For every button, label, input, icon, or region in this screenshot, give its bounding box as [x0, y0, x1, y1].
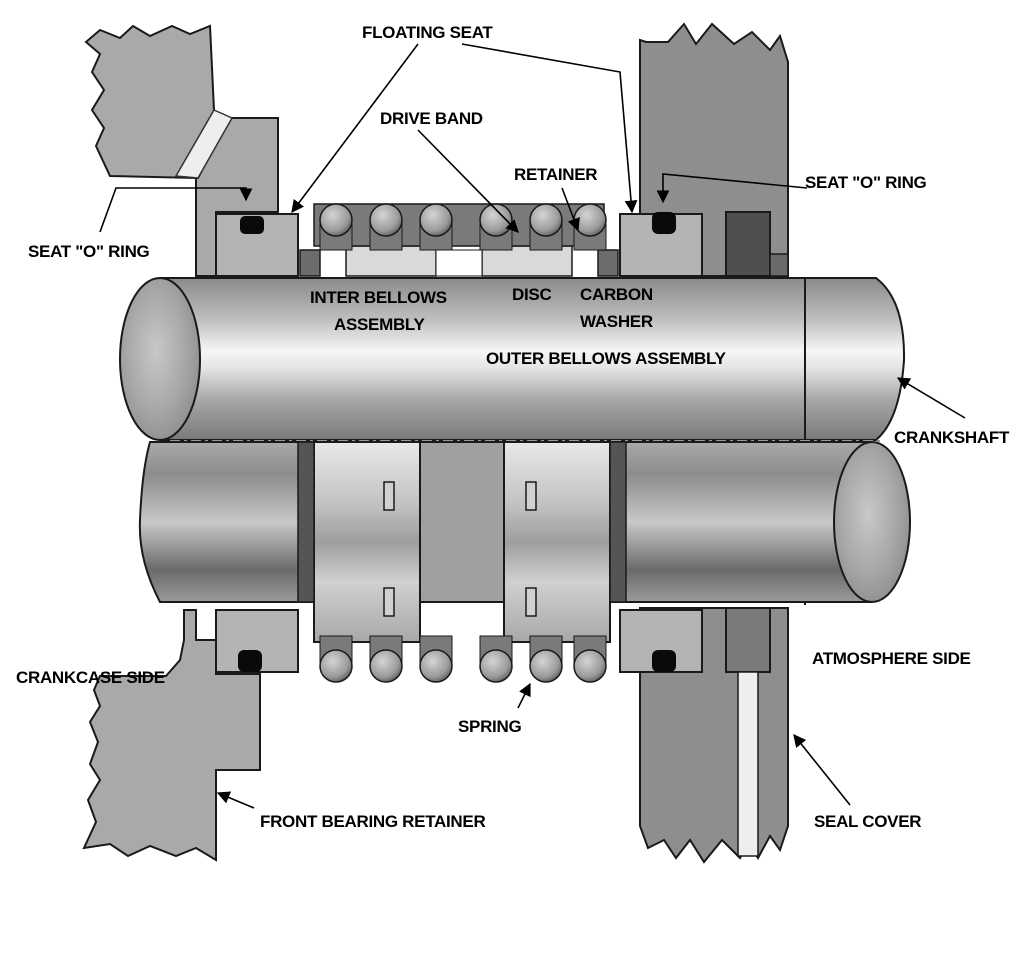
outer-bellows-left-lower	[313, 441, 421, 643]
seal-cover-step	[769, 253, 789, 277]
leader-drive-band	[417, 129, 519, 233]
leader-floating-seat-right	[461, 43, 638, 214]
disc-upper	[481, 245, 573, 277]
leader-floating-seat-left	[291, 43, 419, 214]
drive-band-lower-right	[525, 481, 537, 511]
drive-band-lower-left-2	[383, 587, 395, 617]
floating-seat-left-upper	[215, 213, 299, 277]
seal-cover-lower-insert	[725, 607, 771, 673]
inter-bellows-upper	[345, 245, 437, 277]
spring-coil	[529, 203, 563, 237]
springs-upper	[319, 203, 607, 251]
outer-bellows-right-lower	[503, 441, 611, 643]
label-seal-cover: SEAL COVER	[814, 812, 921, 831]
spring-coil	[573, 203, 607, 237]
label-atmosphere-side: ATMOSPHERE SIDE	[812, 649, 971, 668]
label-retainer: RETAINER	[514, 165, 597, 184]
spring-coil	[319, 203, 353, 237]
leader-seal-cover	[793, 734, 851, 806]
seal-cover-insert	[725, 211, 771, 277]
label-outer-bellows: OUTER BELLOWS ASSEMBLY	[486, 349, 727, 368]
crankshaft-end-left	[119, 277, 201, 441]
spring-coil	[419, 649, 453, 683]
carbon-washer-right-upper	[597, 249, 619, 277]
drain-channel	[737, 671, 759, 857]
spring-coil	[369, 649, 403, 683]
carbon-washer-right-lower	[609, 441, 627, 603]
springs-lower	[319, 635, 607, 683]
crankshaft-end-right	[833, 441, 911, 603]
drive-band-lower-right-2	[525, 587, 537, 617]
label-carbon-washer-2: WASHER	[580, 312, 653, 331]
drive-band-upper	[435, 249, 483, 277]
spring-coil	[369, 203, 403, 237]
drive-band-lower-left	[383, 481, 395, 511]
spring-coil	[573, 649, 607, 683]
label-inter-bellows-1: INTER BELLOWS	[310, 288, 447, 307]
spring-coil	[529, 649, 563, 683]
seat-o-ring-left-lower	[238, 650, 262, 672]
seat-o-ring-right-upper	[652, 212, 676, 234]
leader-spring	[517, 682, 531, 709]
label-seat-o-ring-right: SEAT "O" RING	[805, 173, 927, 192]
spring-coil	[319, 649, 353, 683]
crankshaft-upper	[159, 277, 906, 441]
label-crankcase-side: CRANKCASE SIDE	[16, 668, 165, 687]
label-seat-o-ring-left: SEAT "O" RING	[28, 242, 150, 261]
carbon-washer-left-lower	[297, 441, 315, 603]
leader-seat-o-ring-right	[656, 173, 808, 204]
leader-crankshaft	[896, 377, 966, 419]
label-disc: DISC	[512, 285, 551, 304]
spring-coil	[419, 203, 453, 237]
carbon-washer-left-upper	[299, 249, 321, 277]
label-spring: SPRING	[458, 717, 521, 736]
leader-seat-o-ring-left	[99, 187, 253, 233]
label-crankshaft: CRANKSHAFT	[894, 428, 1010, 447]
seat-o-ring-left-upper	[240, 216, 264, 234]
leader-front-bearing-retainer	[216, 791, 255, 809]
leader-retainer	[561, 187, 580, 232]
label-floating-seat: FLOATING SEAT	[362, 23, 493, 42]
spring-coil	[479, 649, 513, 683]
seat-o-ring-right-lower	[652, 650, 676, 672]
oil-passage	[174, 109, 234, 179]
label-front-bearing-retainer: FRONT BEARING RETAINER	[260, 812, 485, 831]
label-inter-bellows-2: ASSEMBLY	[334, 315, 425, 334]
inter-bellows-lower	[419, 441, 505, 603]
label-drive-band: DRIVE BAND	[380, 109, 483, 128]
label-carbon-washer-1: CARBON	[580, 285, 653, 304]
